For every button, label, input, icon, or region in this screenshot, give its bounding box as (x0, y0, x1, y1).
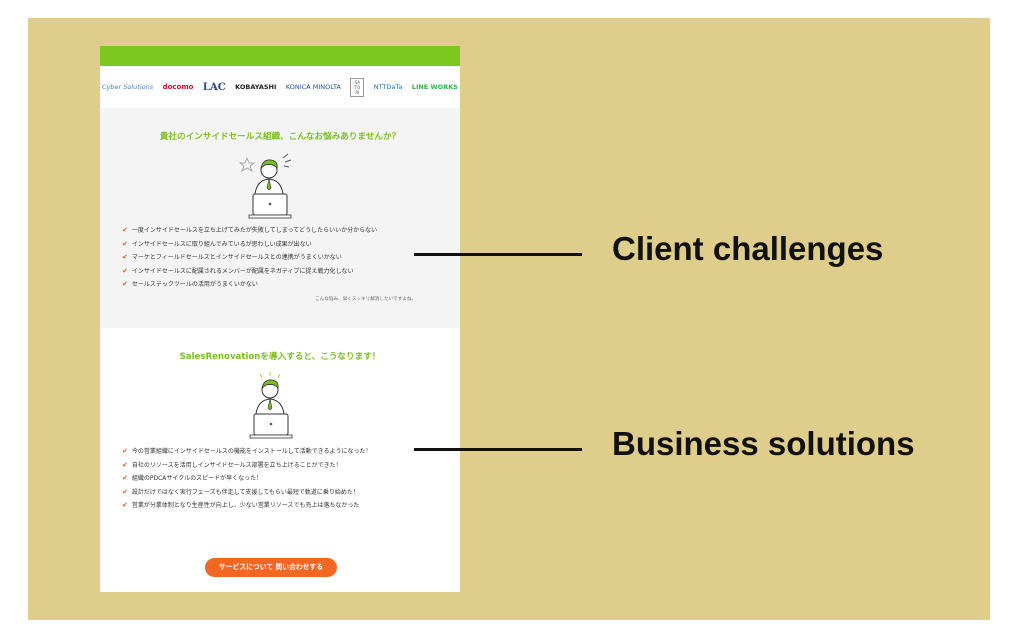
list-item: ✔設計だけではなく実行フェーズも伴走して支援してもらい最短で軌道に乗り始めた！ (122, 487, 359, 496)
list-item: ✔インサイドセールスに配属されるメンバーが配属をネガティブに捉え戦力化しない (122, 266, 354, 275)
solutions-section: SalesRenovationを導入すると、こうなります！ ✔今の営業組織にイン… (100, 328, 460, 592)
logo-docomo: docomo (162, 83, 194, 91)
challenges-list: ✔一度インサイドセールスを立ち上げてみたが失敗してしまってどうしたらいいか分から… (122, 224, 377, 292)
check-icon: ✔ (122, 266, 128, 275)
logo-kobayashi: KOBAYASHI (235, 83, 277, 91)
challenges-title: 貴社のインサイドセールス組織、こんなお悩みありませんか？ (159, 132, 401, 142)
happy-person-illustration (249, 372, 293, 439)
logo-lac: LAC (202, 81, 226, 93)
client-logo-strip: Cyber Solutions docomo LAC KOBAYASHI KON… (100, 72, 460, 102)
challenges-connector-line (414, 253, 582, 256)
solutions-title: SalesRenovationを導入すると、こうなります！ (179, 352, 381, 362)
list-item: ✔組織のPDCAサイクルのスピードが早くなった！ (122, 474, 263, 482)
landing-page-screenshot: Cyber Solutions docomo LAC KOBAYASHI KON… (100, 46, 460, 592)
list-item: ✔自社のリソースを活用しインサイドセールス部署を立ち上げることができた！ (122, 460, 342, 469)
logo-line-works: LINE WORKS (411, 83, 458, 91)
list-item: ✔セールステックツールの活用がうまくいかない (122, 280, 258, 288)
list-item: ✔インサイドセールスに取り組んでみているが思わしい成果が出ない (122, 239, 312, 248)
logo-cyber-solutions: Cyber Solutions (102, 83, 154, 91)
check-icon: ✔ (122, 474, 128, 482)
check-icon: ✔ (122, 226, 128, 234)
worried-person-illustration (238, 153, 292, 219)
list-item: ✔一度インサイドセールスを立ち上げてみたが失敗してしまってどうしたらいいか分から… (122, 226, 378, 234)
check-icon: ✔ (122, 239, 128, 248)
check-icon: ✔ (122, 447, 128, 455)
logo-konica-minolta: KONICA MINOLTA (285, 83, 341, 91)
check-icon: ✔ (122, 280, 128, 288)
solutions-connector-line (414, 448, 582, 451)
list-item: ✔今の営業組織にインサイドセールスの機能をインストールして活動できるようになった… (122, 447, 372, 455)
client-challenges-label: Client challenges (612, 230, 884, 267)
business-solutions-label: Business solutions (612, 425, 915, 462)
solutions-list: ✔今の営業組織にインサイドセールスの機能をインストールして活動できるようになった… (122, 445, 371, 513)
check-icon: ✔ (122, 253, 128, 261)
contact-cta-button[interactable]: サービスについて 問い合わせする (205, 558, 337, 577)
logo-satori: SA TO RI (350, 77, 365, 97)
challenges-section: 貴社のインサイドセールス組織、こんなお悩みありませんか？ ✔一度インサイドセール… (100, 108, 460, 328)
check-icon: ✔ (122, 501, 128, 509)
header-bar (100, 46, 460, 66)
check-icon: ✔ (122, 487, 128, 496)
list-item: ✔マーケとフィールドセールスとインサイドセールスとの連携がうまくいかない (122, 253, 342, 261)
list-item: ✔営業が分業体制となり生産性が向上し、少ない営業リソースでも売上は落ちなかった (122, 501, 360, 509)
challenges-note: こんな悩み、早くスッキリ解消したいですよね。 (315, 297, 416, 302)
logo-ntt-data: NTTDaTa (373, 83, 403, 91)
check-icon: ✔ (122, 460, 128, 469)
